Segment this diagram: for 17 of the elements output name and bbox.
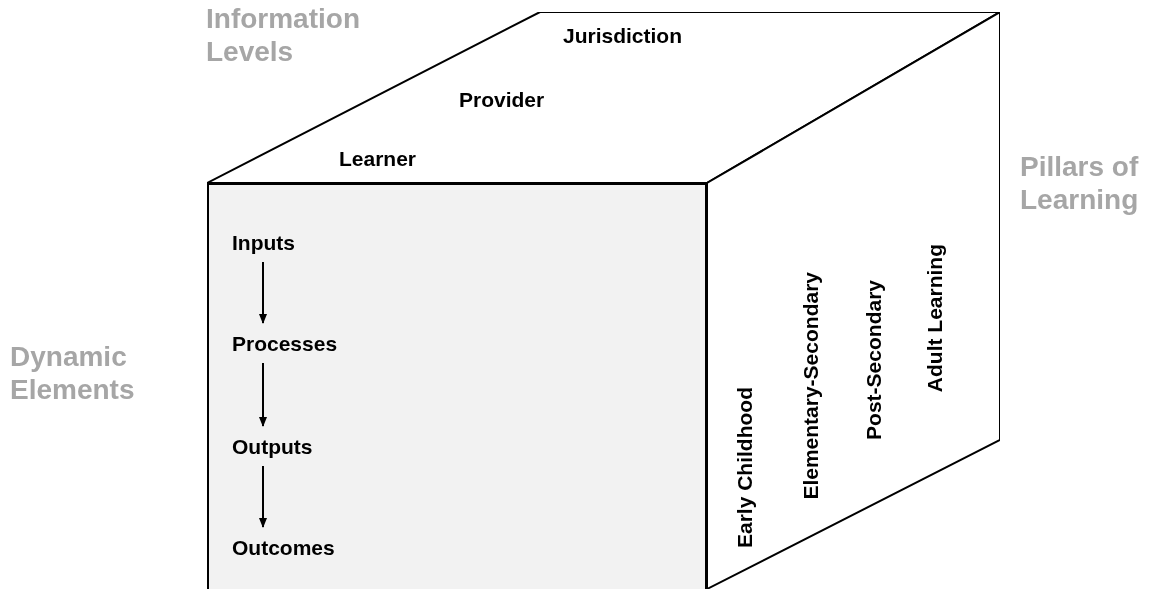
level-label: Jurisdiction [563,23,683,49]
arrow [259,362,267,427]
level-label: Provider [459,87,545,113]
arrow [259,465,267,528]
flow-step: Outcomes [232,533,392,563]
pillar-label: Early Childhood [732,387,757,548]
arrow [259,261,267,324]
flow-step: Processes [232,329,392,359]
level-label: Learner [339,146,417,172]
pillar-label: Adult Learning [922,243,947,392]
cube-front-face [207,183,707,589]
flow-step: Outputs [232,432,392,462]
flow-step: Inputs [232,228,392,258]
pillar-label: Post-Secondary [861,280,886,440]
axis-title: Dynamic Elements [10,340,136,406]
pillar-label: Elementary-Secondary [798,272,823,500]
axis-title: Pillars of Learning [1020,150,1140,216]
